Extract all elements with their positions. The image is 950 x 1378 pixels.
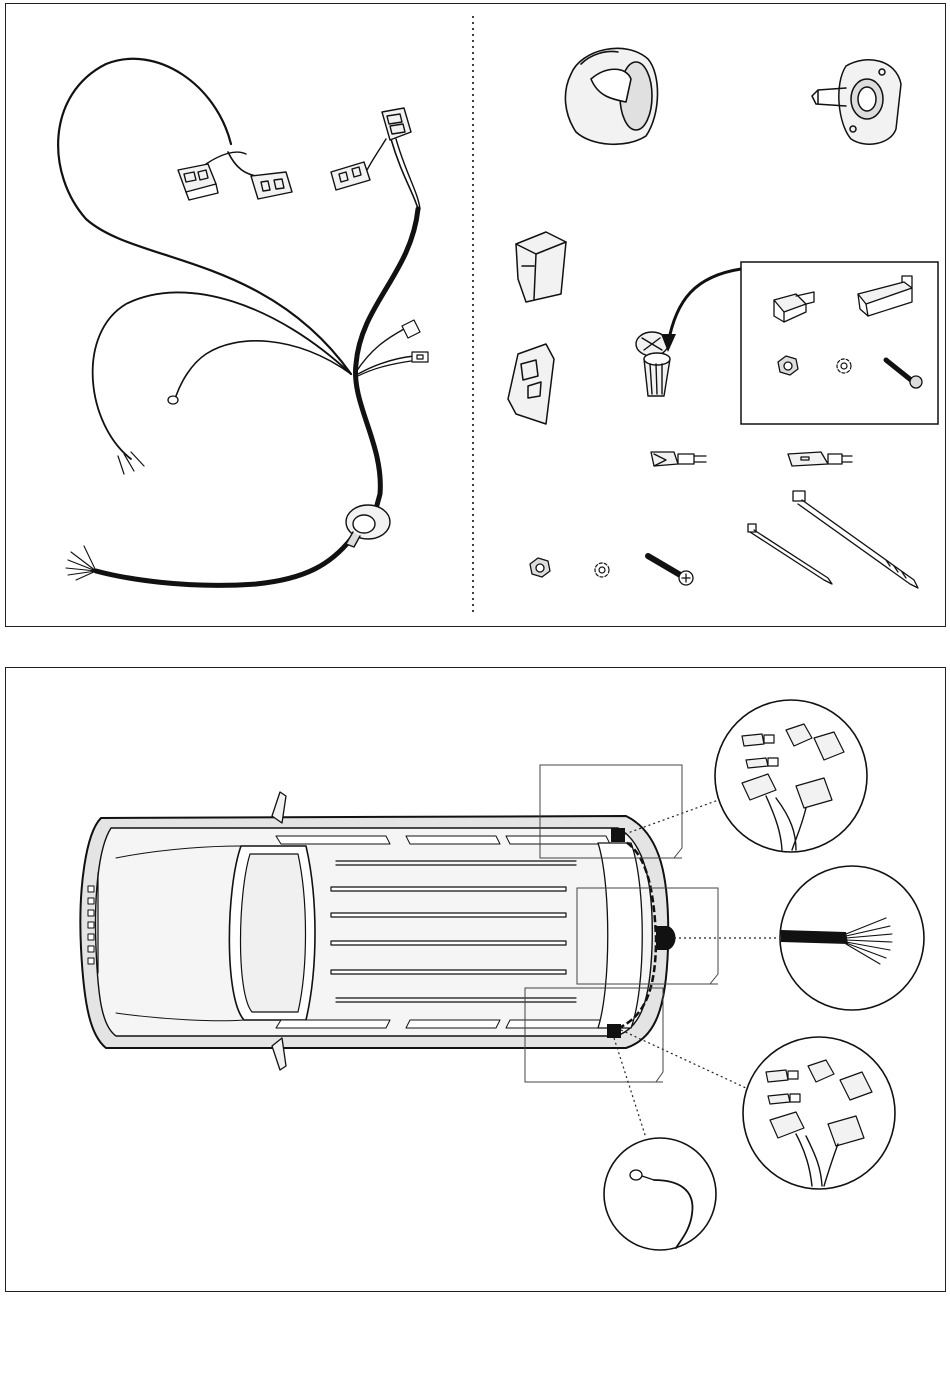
connector-housing-a bbox=[178, 164, 218, 200]
installation-drawing bbox=[6, 668, 947, 1293]
nut-icon-loose bbox=[530, 558, 550, 577]
screw-icon bbox=[648, 556, 693, 585]
trailer-socket-icon bbox=[565, 48, 657, 144]
detail-socket-cable-end bbox=[780, 866, 924, 1010]
cable-tie-long-icon bbox=[793, 491, 918, 588]
cable-tie-short-icon bbox=[748, 524, 832, 584]
relay-box-small-icon bbox=[508, 344, 554, 424]
lock-washer-icon bbox=[837, 359, 851, 373]
vehicle-top-view bbox=[80, 792, 668, 1070]
socket-position bbox=[656, 926, 676, 950]
grommet bbox=[346, 505, 390, 547]
lock-washer-icon-loose bbox=[595, 563, 609, 577]
relay-box-large-icon bbox=[516, 232, 566, 302]
socket-mounting-plate-icon bbox=[812, 60, 901, 144]
blade-terminal-a bbox=[402, 320, 420, 338]
left-lamp-junction bbox=[611, 828, 625, 842]
detail-right-lamp-connectors bbox=[743, 1037, 895, 1189]
blade-connector-icon bbox=[651, 452, 706, 466]
right-lamp-junction bbox=[607, 1024, 621, 1038]
small-parts-box bbox=[741, 262, 938, 424]
kit-contents-panel bbox=[5, 3, 946, 627]
detail-ground-eyelet bbox=[604, 1138, 716, 1250]
assembly-arrow bbox=[668, 269, 741, 344]
spade-connector-icon bbox=[788, 452, 852, 466]
installation-panel bbox=[5, 667, 946, 1292]
ground-eyelet bbox=[168, 396, 178, 404]
detail-left-lamp-connectors bbox=[715, 700, 867, 852]
connector-housing-b bbox=[251, 172, 292, 199]
blade-terminal-b bbox=[412, 352, 428, 362]
kit-contents-drawing bbox=[6, 4, 947, 628]
connector-housing-c bbox=[382, 108, 411, 140]
connector-housing-d bbox=[331, 162, 370, 190]
